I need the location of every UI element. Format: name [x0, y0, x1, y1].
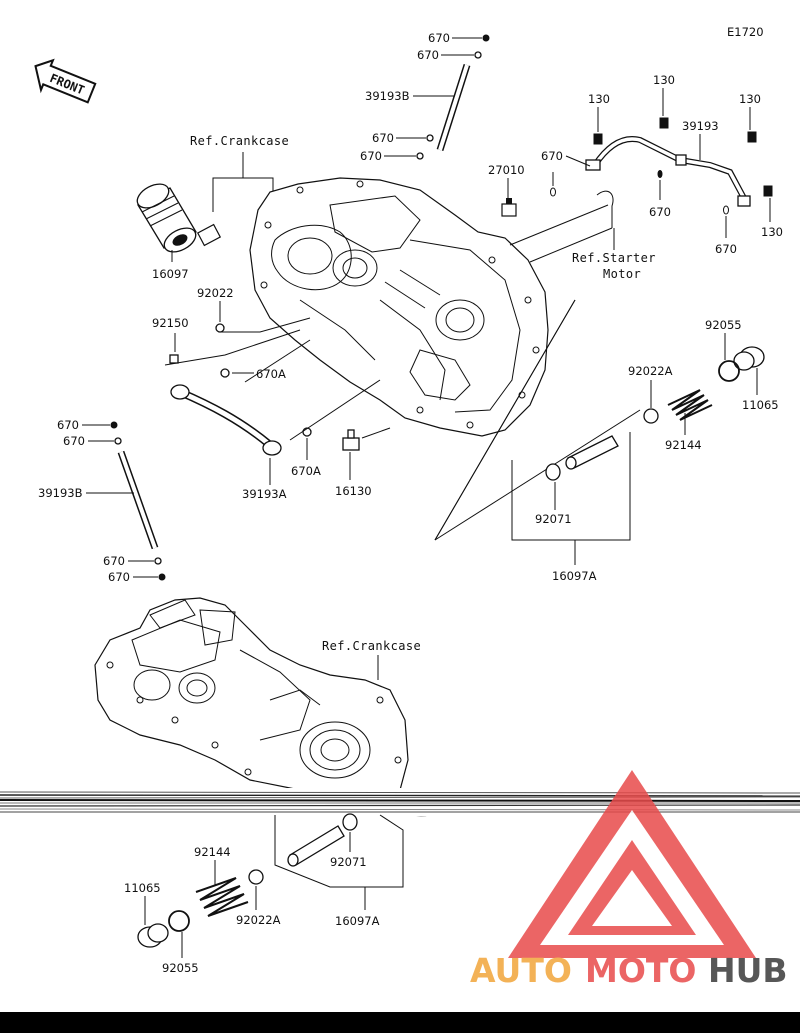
label-11065-top: 11065	[742, 398, 779, 412]
label-92022a-bottom: 92022A	[236, 913, 281, 927]
label-92055-bottom: 92055	[162, 961, 199, 975]
oring-92055-bottom	[168, 910, 190, 932]
valve-16097a-bottom	[287, 825, 345, 867]
valve-16097a-top	[565, 435, 619, 470]
label-130-d: 130	[761, 225, 783, 239]
logo-text-moto: MOTO	[585, 951, 696, 990]
automotohub-logo: AUTO MOTO HUB	[470, 770, 788, 990]
label-670a-b: 670A	[291, 464, 321, 478]
label-670-b: 670	[417, 48, 439, 62]
front-arrow-icon: FRONT	[34, 58, 97, 104]
label-670-h: 670	[57, 418, 79, 432]
label-670-f: 670	[649, 205, 671, 219]
label-130-b: 130	[653, 73, 675, 87]
label-16097: 16097	[152, 267, 189, 281]
label-16097a-bottom: 16097A	[335, 914, 380, 928]
plug-11065-top	[733, 346, 765, 371]
label-92144-bottom: 92144	[194, 845, 231, 859]
label-130-a: 130	[588, 92, 610, 106]
label-92144-top: 92144	[665, 438, 702, 452]
oil-filter-16097	[136, 183, 197, 253]
plug-11065-bottom	[137, 923, 169, 948]
label-39193b-top: 39193B	[365, 89, 410, 103]
label-130-c: 130	[739, 92, 761, 106]
label-670-c: 670	[372, 131, 394, 145]
label-39193: 39193	[682, 119, 719, 133]
crankcase-lower	[94, 597, 441, 817]
label-92022a-top: 92022A	[628, 364, 673, 378]
ref-starter-line2: Motor	[603, 267, 641, 281]
fitting-16130	[342, 429, 360, 451]
label-92150: 92150	[152, 316, 189, 330]
filter-nipple	[196, 223, 222, 247]
label-16097a-top: 16097A	[552, 569, 597, 583]
label-670-g: 670	[715, 242, 737, 256]
label-670-i: 670	[63, 434, 85, 448]
diagram-code: E1720	[727, 25, 764, 39]
label-670-a: 670	[428, 31, 450, 45]
label-670-j: 670	[103, 554, 125, 568]
scan-noise-band	[0, 788, 800, 816]
label-670-e: 670	[541, 149, 563, 163]
bottom-bar	[0, 1012, 800, 1033]
starter-bracket	[596, 190, 615, 250]
ref-crankcase-top: Ref.Crankcase	[190, 134, 289, 148]
pipe-39193a	[170, 384, 282, 456]
ref-crankcase-bottom: Ref.Crankcase	[322, 639, 421, 653]
logo-text-auto: AUTO	[470, 951, 572, 990]
pipe-39193	[550, 117, 773, 215]
pipe-39193b-top	[416, 34, 490, 160]
spring-92144-top	[667, 389, 713, 421]
label-670-d: 670	[360, 149, 382, 163]
washer-92022a-bottom	[248, 869, 264, 885]
label-11065-bottom: 11065	[124, 881, 161, 895]
label-670-k: 670	[108, 570, 130, 584]
label-92055-top: 92055	[705, 318, 742, 332]
switch-27010	[501, 198, 517, 217]
oring-92055-top	[718, 360, 740, 382]
pipe-39193b-left	[110, 421, 166, 581]
ref-starter-line1: Ref.Starter	[572, 251, 656, 265]
label-92071-bottom: 92071	[330, 855, 367, 869]
label-39193a: 39193A	[242, 487, 287, 501]
label-27010: 27010	[488, 163, 525, 177]
bolt-92150	[169, 354, 179, 364]
label-670a-a: 670A	[256, 367, 286, 381]
label-16130: 16130	[335, 484, 372, 498]
washer-92022a-top	[643, 408, 659, 424]
label-92022: 92022	[197, 286, 234, 300]
logo-text-hub: HUB	[708, 951, 788, 990]
label-92071-top: 92071	[535, 512, 572, 526]
oring-92071-bottom	[342, 813, 358, 831]
spring-92144-bottom	[195, 877, 249, 917]
crankcase-upper	[249, 177, 549, 437]
label-39193b-left: 39193B	[38, 486, 83, 500]
oring-92071-top	[545, 463, 561, 481]
